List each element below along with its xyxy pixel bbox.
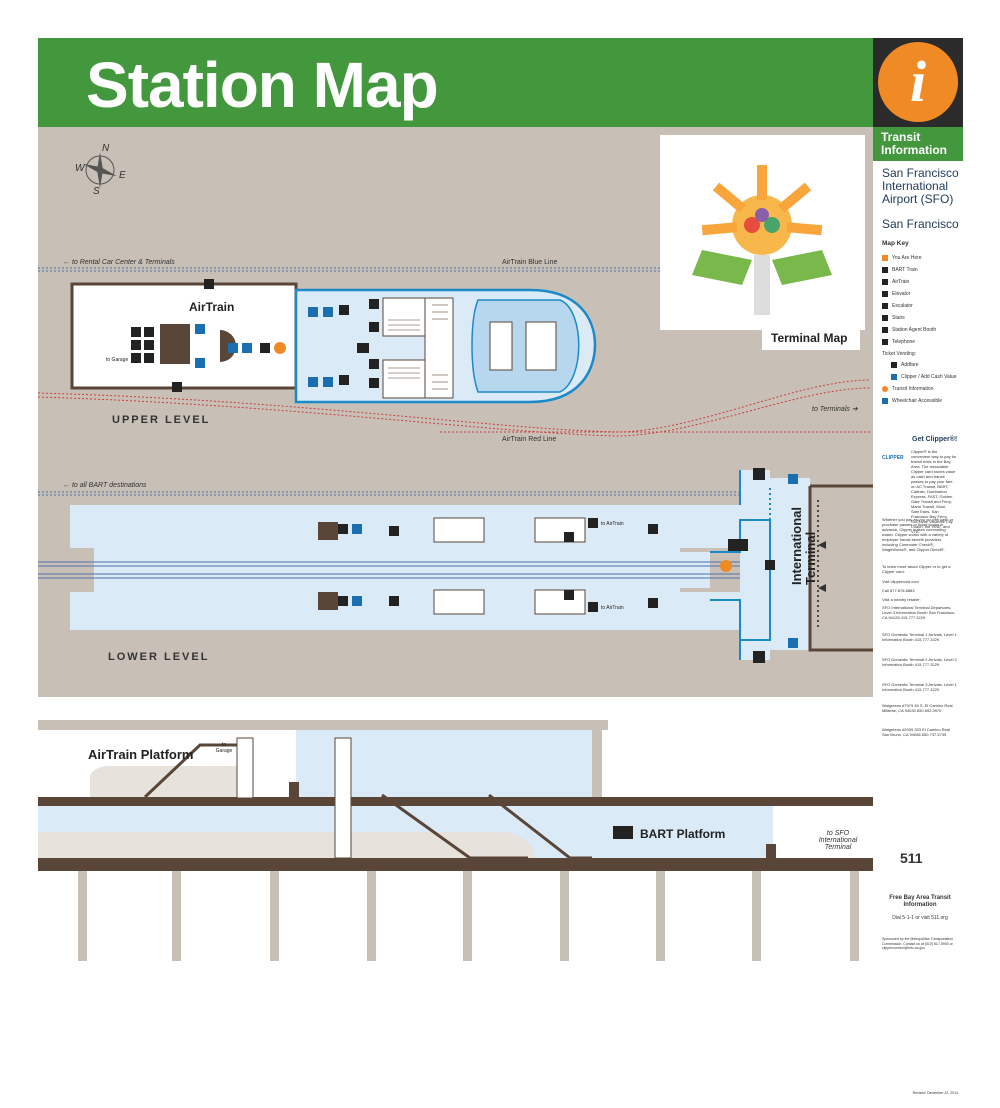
clipper-text-2: Whether you pay as you go with cash or p… <box>882 517 954 552</box>
clipper-more: To learn more about Clipper or to get a … <box>882 564 951 574</box>
retailer-2: SFO Domestic Terminal 1 Arrivals, Level … <box>882 632 957 642</box>
compass-icon <box>83 152 117 188</box>
airtrain-icon <box>882 279 888 285</box>
clipper-text: Clipper® is the convenient way to pay fo… <box>911 449 957 534</box>
key-clipper: Clipper / Add Cash Value <box>891 374 957 380</box>
key-station-agent: Station Agent Booth <box>882 327 936 333</box>
free-info: Free Bay Area Transit Information <box>889 895 951 908</box>
key-transit-info: Transit Information <box>882 386 934 392</box>
airtrain-label: AirTrain <box>189 300 235 314</box>
star-icon <box>882 255 888 261</box>
revised-date: Revised: December 22, 2014 <box>912 1091 958 1095</box>
compass-n: N <box>102 143 110 154</box>
map-key-title: Map Key <box>882 240 909 247</box>
bart-platform-label: BART Platform <box>640 827 726 841</box>
clipper-bullet-3: Visit a nearby retailer: <box>882 597 921 602</box>
header-bar <box>38 38 873 127</box>
key-escalator: Escalator <box>882 303 913 309</box>
to-garage-section: to Garage <box>215 742 233 754</box>
rental-car-label: ← to Rental Car Center & Terminals <box>63 259 175 266</box>
compass-s: S <box>93 186 100 197</box>
clipper-title: Get Clipper®! <box>912 436 958 443</box>
to-sfo-label: to SFO International Terminal <box>818 830 858 851</box>
addfare-icon <box>891 362 897 368</box>
key-bart-train: BART Train <box>882 267 918 273</box>
dial-511: Dial 5-1-1 or visit 511.org <box>892 915 948 921</box>
ticket-vending-label: Ticket Vending: <box>882 351 917 357</box>
retailer-6: Walgreens #2939 333 El Camino Real San B… <box>882 727 950 737</box>
retailer-3: SFO Domestic Terminal 2 Arrivals, Level … <box>882 657 957 667</box>
red-line-label: AirTrain Red Line <box>502 436 557 443</box>
upper-level-label: UPPER LEVEL <box>112 414 211 426</box>
stairs-icon <box>882 315 888 321</box>
retailer-1: SFO International Terminal Departures, L… <box>882 605 956 620</box>
clipper-bullet-2: Call 877.878.8883 <box>882 588 915 593</box>
key-elevator: Elevator <box>882 291 910 297</box>
logo-511-text: 511 <box>900 850 923 866</box>
intl-arrows <box>818 541 826 592</box>
elevator-icon <box>882 291 888 297</box>
bart-train-icon <box>882 267 888 273</box>
lower-level-label: LOWER LEVEL <box>108 651 210 663</box>
escalator-icon <box>882 303 888 309</box>
to-garage-label: to Garage <box>106 357 129 363</box>
retailer-4: SFO Domestic Terminal 3 Arrivals, Level … <box>882 682 957 692</box>
sponsor-text: Sponsored by the Metropolitan Transporta… <box>882 937 954 950</box>
airtrain-platform-label: AirTrain Platform <box>88 747 194 762</box>
city-name: San Francisco <box>882 217 959 231</box>
booth-icon <box>882 327 888 333</box>
compass-w: W <box>75 163 85 174</box>
page-title: Station Map <box>86 49 439 121</box>
clipper-icon <box>891 374 897 380</box>
clipper-bullet-1: Visit clippercard.com <box>882 579 919 584</box>
transit-info-heading: Transit Information <box>873 127 963 161</box>
international-terminal-label: International Terminal <box>789 506 818 585</box>
info-icon: i <box>878 42 958 122</box>
info-small-icon <box>882 386 888 392</box>
station-name: San Francisco International Airport (SFO… <box>882 166 959 206</box>
to-bart-label: ← to all BART destinations <box>63 482 147 489</box>
key-addfare: Addfare <box>891 362 919 368</box>
telephone-icon <box>882 339 888 345</box>
clipper-logo-text: CLIPPER <box>882 455 904 461</box>
compass-e: E <box>119 170 126 181</box>
blue-line-label: AirTrain Blue Line <box>502 259 558 266</box>
key-wheelchair: Wheelchair Accessible <box>882 398 942 404</box>
wheelchair-icon <box>882 398 888 404</box>
retailer-5: Walgreens #7979 45 S. El Camino Real Mil… <box>882 703 953 713</box>
key-airtrain: AirTrain <box>882 279 909 285</box>
key-telephone: Telephone <box>882 339 915 345</box>
to-terminals-label: to Terminals ➔ <box>812 406 858 413</box>
to-airtrain-bottom: to AirTrain <box>601 605 624 611</box>
sidebar: Transit Information San Francisco Intern… <box>873 127 963 1105</box>
key-stairs: Stairs <box>882 315 905 321</box>
key-you-are-here: You Are Here <box>882 255 922 261</box>
to-airtrain-top: to AirTrain <box>601 521 624 527</box>
terminal-map-label: Terminal Map <box>771 331 848 345</box>
